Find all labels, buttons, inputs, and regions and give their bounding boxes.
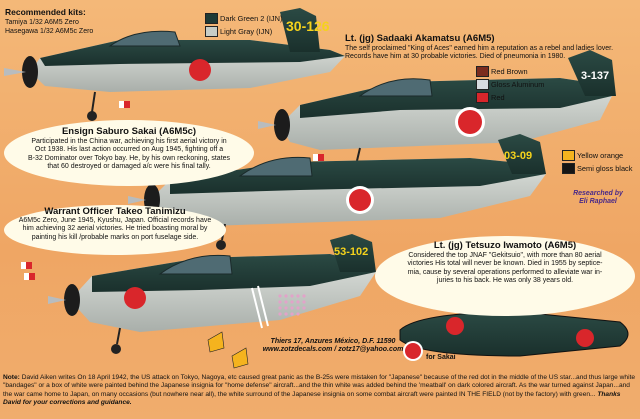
swatch-gloss-aluminum <box>476 79 489 90</box>
website-line[interactable]: www.zotzdecals.com / zotz17@yahoo.com <box>262 346 404 354</box>
research-line-1: Researched by <box>573 190 623 197</box>
swatch-label-semi-gloss-black: Semi gloss black <box>577 164 633 173</box>
pilot-4-line-2: victories His total will never be known.… <box>407 260 603 268</box>
pilot-1-body: The self proclaimed "King of Aces" earne… <box>345 45 637 62</box>
note-thanks: Thanks David for your corrections and gu… <box>3 390 621 407</box>
swatch-yellow-orange <box>562 150 575 161</box>
kit-line-1: Tamiya 1/32 A6M5 Zero <box>5 19 79 26</box>
swatch-red <box>476 92 489 103</box>
pilot-3-line-2: him achieving 32 aerial victories. He tr… <box>22 225 208 233</box>
note-label: Note: <box>3 374 20 381</box>
flag-red-white-3 <box>21 262 32 269</box>
pilot-4-title: Lt. (jg) Tetsuzo Iwamoto (A6M5) <box>433 240 577 251</box>
pilot-4-line-1: Considered the top JNAF "Gekitsuio", wit… <box>408 252 602 259</box>
swatch-semi-gloss-black <box>562 163 575 174</box>
pilot-3-title: Warrant Officer Takeo Tanimizu <box>44 206 186 217</box>
swatch-label-red-brown: Red Brown <box>491 67 528 76</box>
drop-tank-icons <box>207 331 249 369</box>
tail-code-plane-4: 53-102 <box>334 246 369 258</box>
pilot-3-line-3: painting his kill /probable marks on por… <box>31 233 199 241</box>
swatch-label-yellow-orange: Yellow orange <box>577 151 624 160</box>
research-credit: Researched by Eli Raphael <box>558 190 638 207</box>
address-line: Thiers 17, Anzures México, D.F. 11590 <box>270 338 396 345</box>
kits-heading: Recommended kits: <box>5 7 86 17</box>
kit-line-2: Hasegawa 1/32 A6M5c Zero <box>5 28 94 35</box>
note-paragraph: Note: David Aiken writes On 18 April 194… <box>3 374 637 408</box>
pilot-1-title: Lt. (jg) Sadaaki Akamatsu (A6M5) <box>345 33 495 44</box>
pilot-3-body: A6M5c Zero, June 1945, Kyushu, Japan. Of… <box>8 217 222 242</box>
research-line-2: Eli Raphael <box>579 198 617 206</box>
swatch-label-gloss-aluminum: Gloss Aluminum <box>491 80 545 89</box>
swatch-light-gray <box>205 26 218 37</box>
pilot-2-line-4: that 60 destroyed or damaged a/c were hi… <box>47 163 211 171</box>
swatch-label-light-gray: Light Gray (IJN) <box>220 27 273 36</box>
pilot-4-bubble <box>375 236 635 316</box>
wing-top-view <box>399 311 629 357</box>
tail-code-plane-2: 3-137 <box>581 70 610 82</box>
swatch-label-dark-green: Dark Green 2 (IJN) <box>220 14 283 23</box>
pilot-2-body: Participated in the China war, achieving… <box>8 138 250 172</box>
tail-code-plane-3: 03-09 <box>504 150 533 162</box>
pilot-2-line-2: Oct 1938. His last action occurred on Au… <box>34 146 224 154</box>
flag-red-white-2 <box>313 154 324 161</box>
pilot-2-line-1: Participated in the China war, achieving… <box>31 138 227 145</box>
address-credit: Thiers 17, Anzures México, D.F. 11590 ww… <box>258 338 408 355</box>
note-text: David Aiken writes On 18 April 1942, the… <box>3 374 636 398</box>
flag-red-white-1 <box>119 101 130 108</box>
swatch-red-brown <box>476 66 489 77</box>
pilot-2-line-3: B-32 Dominator over Tokyo bay. He, by hi… <box>27 154 231 162</box>
pilot-2-title: Ensign Saburo Sakai (A6M5c) <box>61 126 197 137</box>
pilot-4-body: Considered the top JNAF "Gekitsuio", wit… <box>380 252 630 286</box>
pilot-2-bubble <box>4 120 254 186</box>
pilot-3-bubble <box>4 205 226 255</box>
pilot-1-line-2: Records have him at 30 probable victorie… <box>345 53 566 61</box>
pilot-4-line-3: mia, cause by several operations perform… <box>407 268 603 276</box>
sakai-label: for Sakai <box>426 354 456 361</box>
swatch-label-red: Red <box>491 93 505 102</box>
tail-code-plane-1: 30-126 <box>286 18 330 34</box>
swatch-dark-green <box>205 13 218 24</box>
zero-fighter-plane-4 <box>48 234 376 354</box>
zero-fighter-plane-1 <box>4 8 345 121</box>
flag-red-white-4 <box>24 273 35 280</box>
pilot-1-line-1: The self proclaimed "King of Aces" earne… <box>345 45 614 52</box>
pilot-4-line-4: juries to his back. He was only 38 years… <box>436 277 574 285</box>
pilot-3-line-1: A6M5c Zero, June 1945, Kyushu, Japan. Of… <box>18 217 212 224</box>
zero-fighter-plane-2 <box>258 50 616 175</box>
